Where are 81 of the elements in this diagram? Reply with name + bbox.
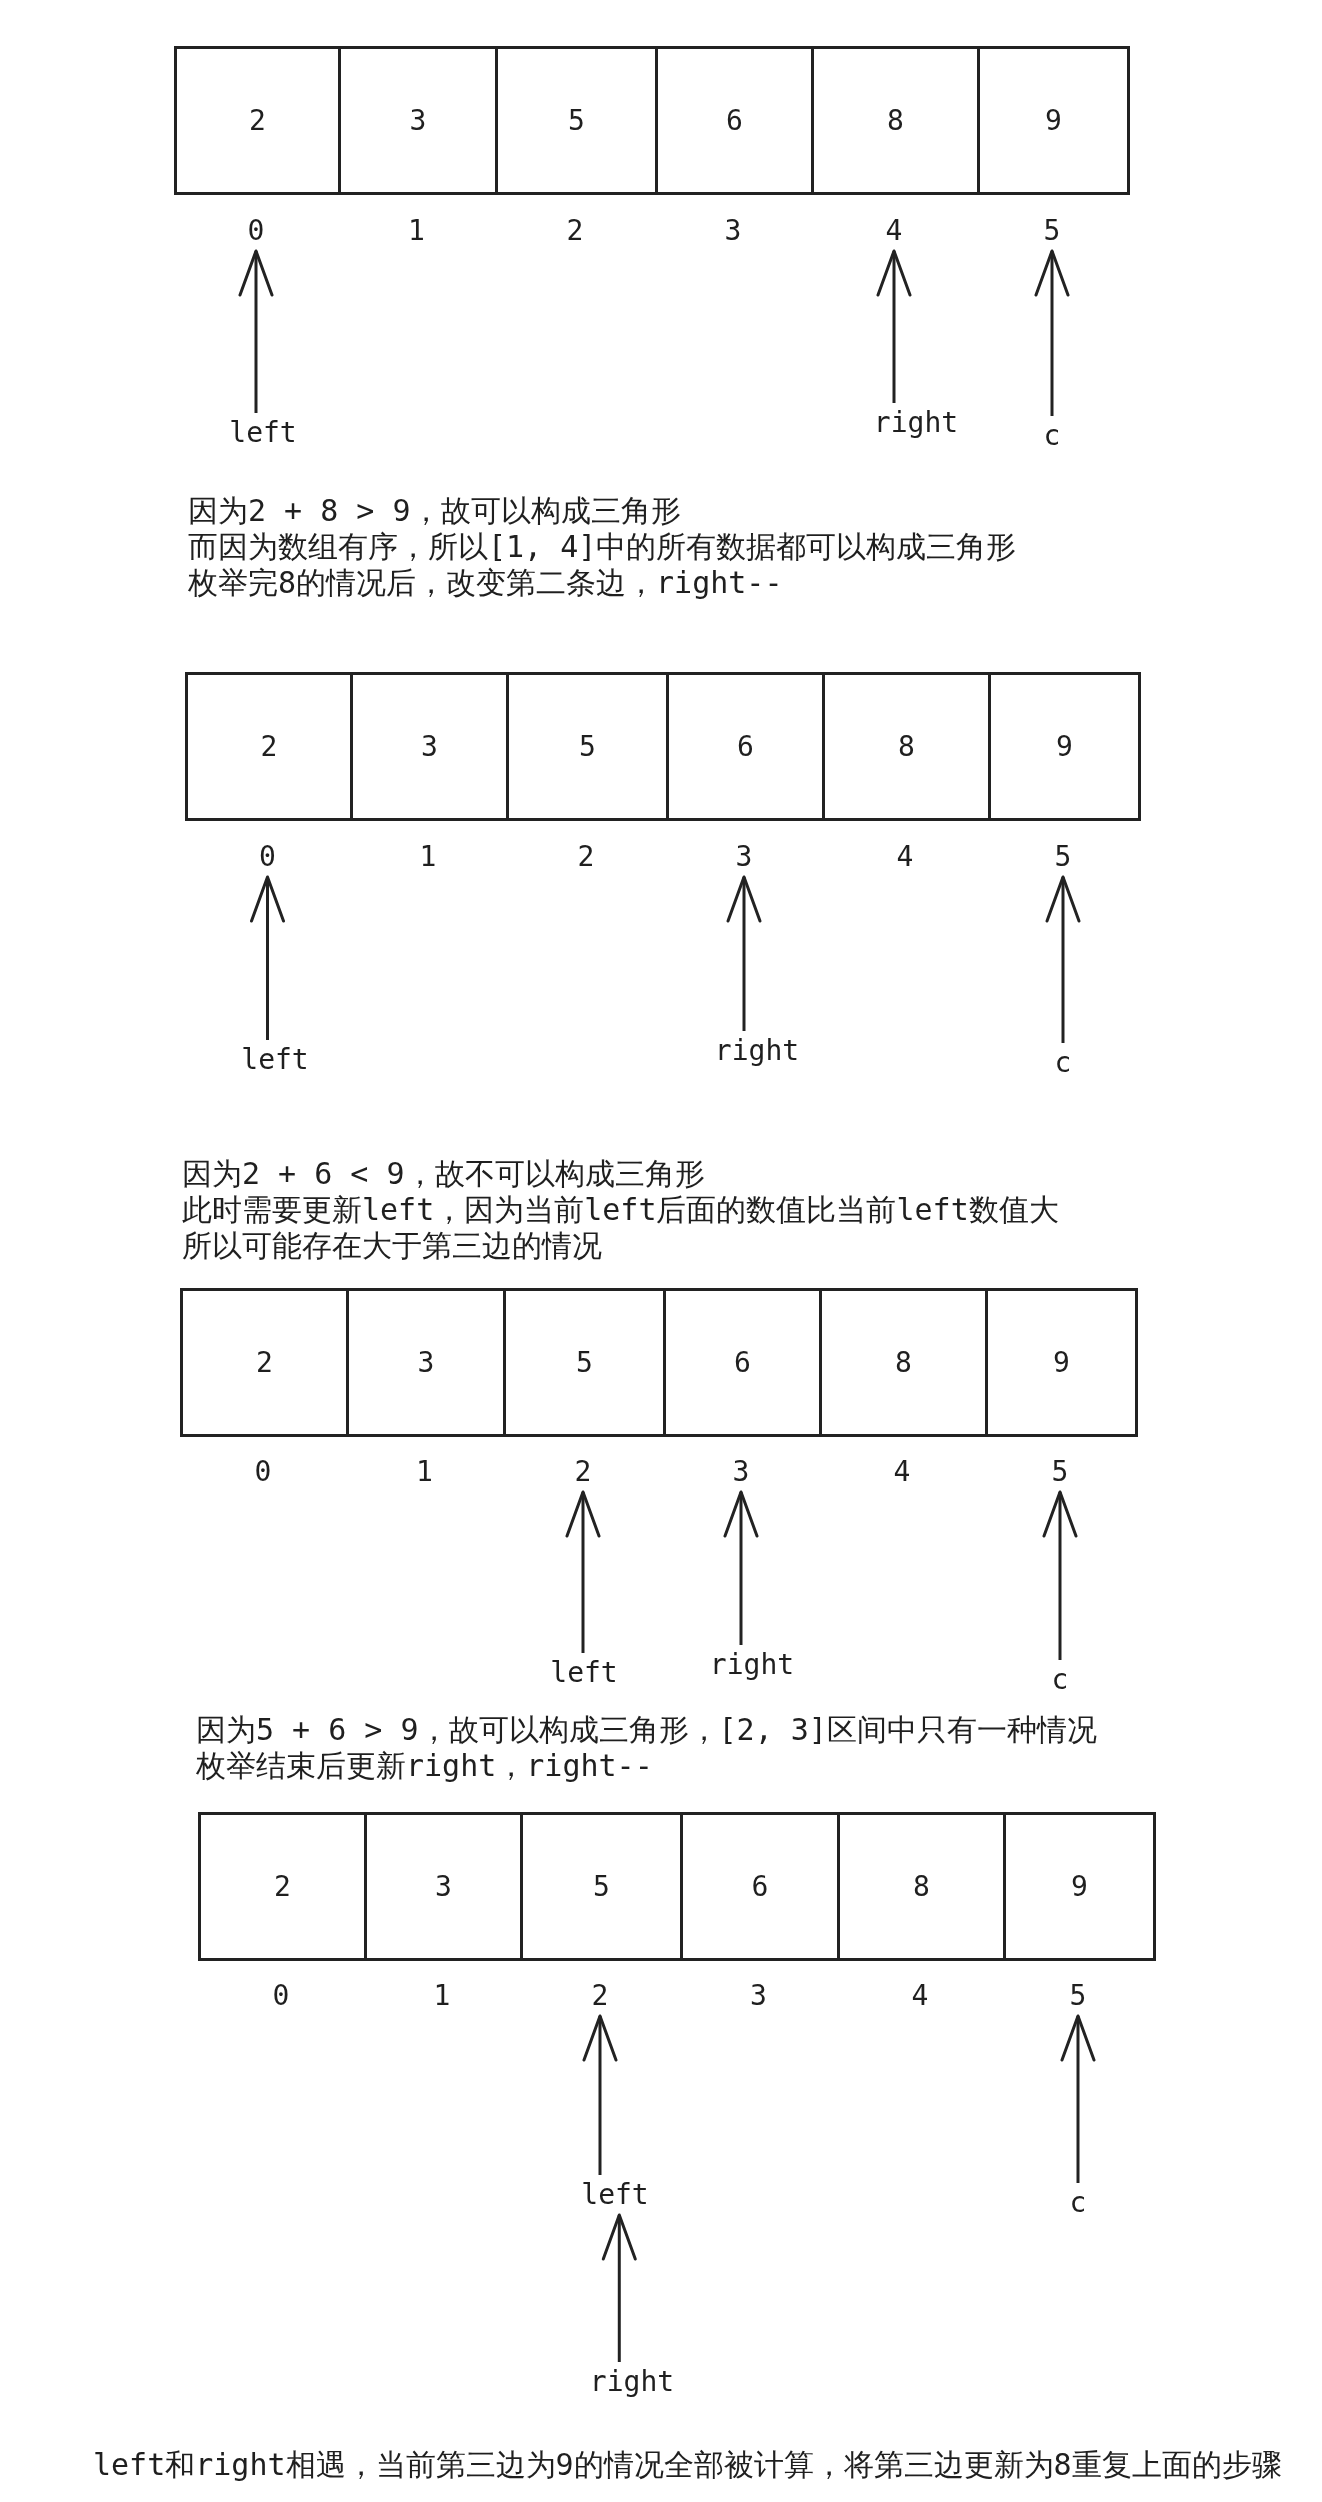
array-cell: 8 bbox=[837, 1812, 1006, 1961]
index-number: 3 bbox=[735, 843, 753, 871]
arrow bbox=[565, 1490, 601, 1653]
pointer-label: c bbox=[1069, 2189, 1087, 2217]
pointer-label: c bbox=[1043, 422, 1061, 450]
index-number: 2 bbox=[577, 843, 595, 871]
index-number: 4 bbox=[911, 1982, 929, 2010]
index-number: 1 bbox=[416, 1458, 433, 1486]
arrow bbox=[1045, 875, 1081, 1043]
array-cell: 8 bbox=[822, 672, 991, 821]
index-number: 4 bbox=[896, 843, 914, 871]
index-number: 0 bbox=[247, 217, 265, 245]
index-number: 1 bbox=[408, 217, 425, 245]
note-text: 此时需要更新left，因为当前left后面的数值比当前left数值大 bbox=[182, 1192, 1059, 1228]
array-cell: 5 bbox=[495, 46, 658, 195]
array-cell: 3 bbox=[346, 1288, 506, 1437]
arrow bbox=[726, 875, 762, 1031]
array-cell: 9 bbox=[977, 46, 1130, 195]
array-cell: 5 bbox=[506, 672, 669, 821]
index-number: 3 bbox=[732, 1458, 750, 1486]
array-cell: 8 bbox=[811, 46, 980, 195]
array-cell: 3 bbox=[338, 46, 498, 195]
array-cell: 6 bbox=[666, 672, 825, 821]
index-number: 0 bbox=[259, 843, 276, 871]
note-text: 因为2 + 6 < 9，故不可以构成三角形 bbox=[182, 1156, 705, 1192]
array-cell: 9 bbox=[985, 1288, 1138, 1437]
index-number: 1 bbox=[433, 1982, 451, 2010]
arrow bbox=[582, 2014, 618, 2175]
pointer-label: left bbox=[581, 2181, 649, 2209]
note-text: left和right相遇，当前第三边为9的情况全部被计算，将第三边更新为8重复上面的步骤 bbox=[93, 2447, 1282, 2483]
index-number: 5 bbox=[1069, 1982, 1087, 2010]
pointer-label: c bbox=[1051, 1666, 1069, 1694]
index-number: 3 bbox=[724, 217, 742, 245]
array-cell: 5 bbox=[503, 1288, 666, 1437]
index-number: 5 bbox=[1051, 1458, 1069, 1486]
array-cell: 5 bbox=[520, 1812, 683, 1961]
index-number: 5 bbox=[1054, 843, 1072, 871]
array-cell: 3 bbox=[350, 672, 509, 821]
note-text: 而因为数组有序，所以[1, 4]中的所有数据都可以构成三角形 bbox=[188, 529, 1017, 565]
pointer-label: right bbox=[709, 1651, 795, 1679]
note-text: 枚举结束后更新right，right-- bbox=[196, 1748, 653, 1784]
index-number: 4 bbox=[893, 1458, 911, 1486]
index-number: 0 bbox=[254, 1458, 272, 1486]
arrow bbox=[1034, 249, 1070, 416]
note-text: 因为5 + 6 > 9，故可以构成三角形，[2, 3]区间中只有一种情况 bbox=[196, 1712, 1097, 1748]
pointer-label: right bbox=[714, 1037, 800, 1065]
pointer-label: right bbox=[589, 2368, 675, 2396]
pointer-label: left bbox=[241, 1046, 309, 1074]
array-cell: 2 bbox=[198, 1812, 367, 1961]
arrow bbox=[601, 2213, 637, 2362]
pointer-label: left bbox=[229, 419, 297, 447]
arrow bbox=[238, 249, 274, 413]
arrow bbox=[723, 1490, 759, 1645]
note-text: 所以可能存在大于第三边的情况 bbox=[182, 1228, 602, 1264]
array-cell: 6 bbox=[655, 46, 814, 195]
pointer-label: left bbox=[550, 1659, 618, 1687]
pointer-label: c bbox=[1054, 1049, 1072, 1077]
index-number: 1 bbox=[419, 843, 437, 871]
array-cell: 6 bbox=[680, 1812, 840, 1961]
arrow bbox=[876, 249, 912, 403]
array-cell: 6 bbox=[663, 1288, 822, 1437]
array-cell: 9 bbox=[1003, 1812, 1156, 1961]
array-cell: 2 bbox=[185, 672, 353, 821]
arrow bbox=[250, 875, 285, 1040]
note-text: 因为2 + 8 > 9，故可以构成三角形 bbox=[188, 493, 681, 529]
array-cell: 2 bbox=[174, 46, 341, 195]
index-number: 3 bbox=[750, 1982, 767, 2010]
array-cell: 2 bbox=[180, 1288, 349, 1437]
index-number: 5 bbox=[1043, 217, 1061, 245]
index-number: 2 bbox=[574, 1458, 592, 1486]
index-number: 4 bbox=[885, 217, 903, 245]
array-cell: 3 bbox=[364, 1812, 523, 1961]
index-number: 0 bbox=[272, 1982, 290, 2010]
array-cell: 8 bbox=[819, 1288, 988, 1437]
index-number: 2 bbox=[566, 217, 584, 245]
note-text: 枚举完8的情况后，改变第二条边，right-- bbox=[188, 565, 783, 601]
arrow bbox=[1042, 1490, 1078, 1660]
pointer-label: right bbox=[873, 409, 959, 437]
index-number: 2 bbox=[591, 1982, 609, 2010]
arrow bbox=[1060, 2014, 1096, 2183]
array-cell: 9 bbox=[988, 672, 1141, 821]
